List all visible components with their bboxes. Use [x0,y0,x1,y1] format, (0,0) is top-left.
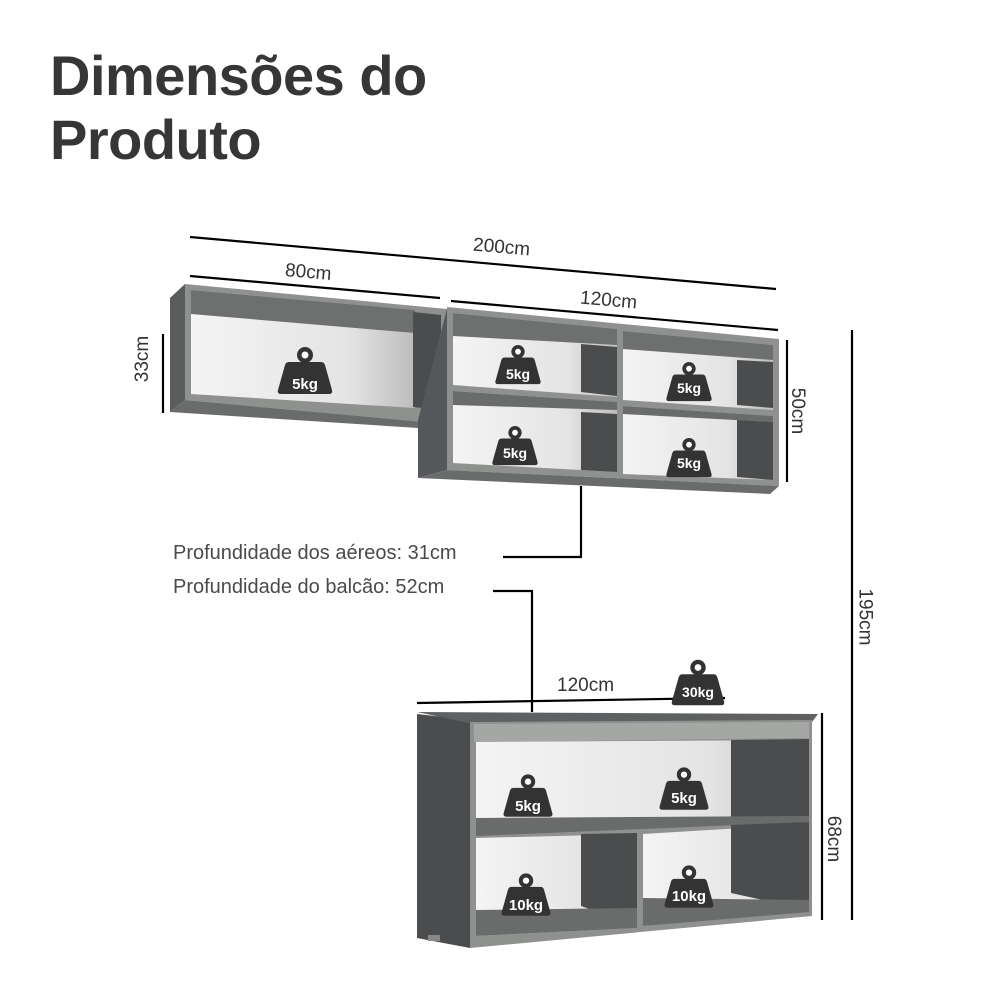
svg-text:5kg: 5kg [677,380,701,396]
weight-icon-upper-right-top: 5kg [666,362,712,402]
counter-cabinet [417,712,818,948]
svg-text:5kg: 5kg [515,798,541,815]
weight-icon-upper-right-bottom: 5kg [666,438,712,478]
svg-text:5kg: 5kg [503,445,527,461]
weight-icon-upper-mid-bottom: 5kg [492,426,538,466]
svg-text:5kg: 5kg [677,455,701,471]
weight-icon-counter-upper-right: 5kg [659,767,709,810]
right-upper-height-label: 50cm [787,387,809,435]
weight-icon-counter-upper-left: 5kg [503,774,553,817]
total-height-label: 195cm [854,588,876,646]
title-line-1: Dimensões do [50,44,427,107]
svg-text:10kg: 10kg [509,897,543,914]
title-line-2: Produto [50,108,262,171]
svg-text:5kg: 5kg [671,790,697,807]
svg-text:5kg: 5kg [292,376,318,393]
weight-icon-counter-lower-right: 10kg [664,865,714,908]
upper-left-cabinet [170,284,447,430]
weight-icon-counter-lower-left: 10kg [501,873,551,916]
svg-text:5kg: 5kg [506,366,530,382]
left-upper-height-label: 33cm [132,335,154,383]
page-title: Dimensões do Produto [50,44,427,172]
upper-right-cabinet [418,307,779,494]
counter-height-label: 68cm [823,815,845,863]
left-upper-width-label: 80cm [284,260,333,285]
weight-icon-upper-mid-top: 5kg [495,345,541,385]
weight-icon-upper-left: 5kg [277,347,333,394]
upper-depth-label: Profundidade dos aéreos: 31cm [173,542,457,564]
counter-depth-label: Profundidade do balcão: 52cm [173,576,445,598]
svg-text:30kg: 30kg [682,684,714,700]
svg-text:10kg: 10kg [672,888,706,905]
weight-icon-counter-top: 30kg [671,659,725,706]
counter-width-label: 120cm [557,675,615,696]
